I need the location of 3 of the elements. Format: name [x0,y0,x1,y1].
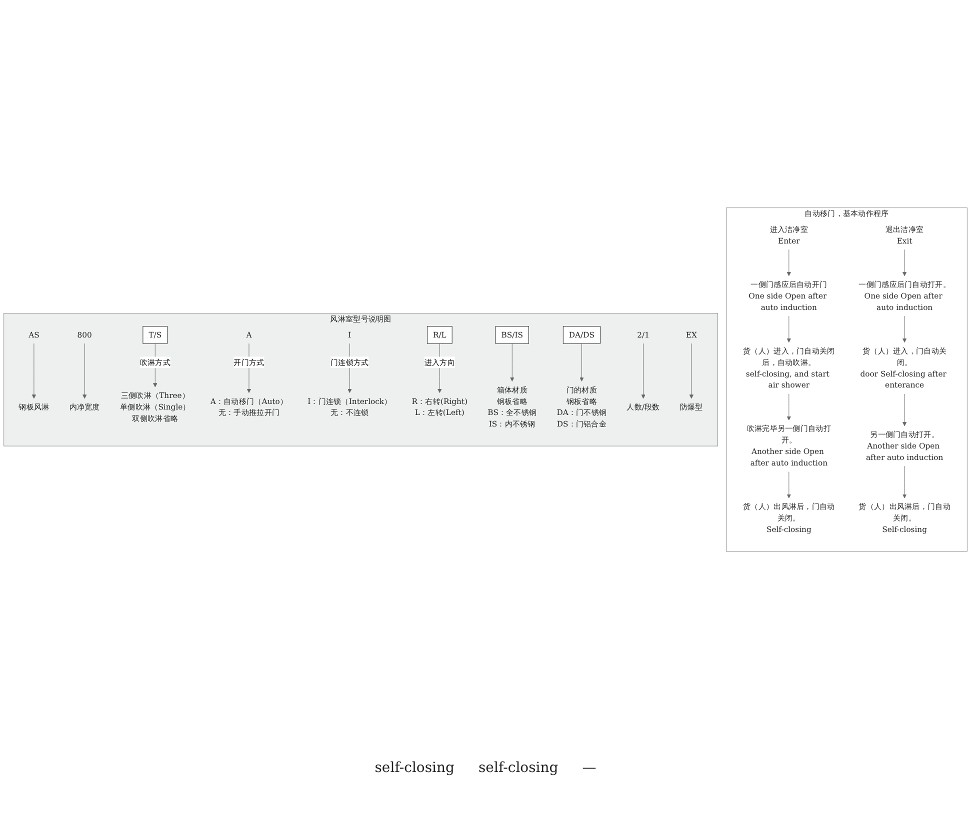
note-text: self-closing [374,760,454,776]
note-text: self-closing [478,760,558,776]
note-text: — [582,760,596,776]
